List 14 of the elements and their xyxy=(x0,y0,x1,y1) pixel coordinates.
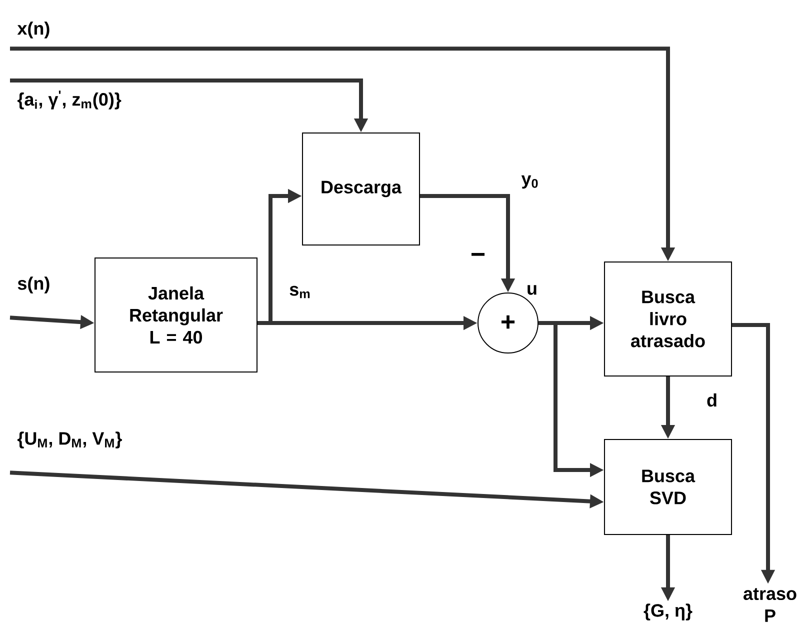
process-box: Janela Retangular L = 40 xyxy=(94,258,258,372)
signal-label: s(n) xyxy=(18,276,50,294)
signal-label: {U$_{M}$, D$_{M}$, V$_{M}$} xyxy=(17,432,122,448)
signal-label: {G, η} xyxy=(644,604,692,620)
edge-label: d xyxy=(706,392,718,408)
signal-label: {a$_{i}$, γ$^{'}$, z$_{m}$(0)} xyxy=(17,90,122,110)
signal-label: atraso P xyxy=(744,588,796,622)
signal-label: x(n) xyxy=(17,22,50,38)
process-box: Busca SVD xyxy=(604,439,732,535)
edge-label: s$_{m}$ xyxy=(288,284,312,300)
process-box: Descarga xyxy=(302,132,420,246)
sign-label: − xyxy=(472,252,485,256)
edge-label: y$_{0}$ xyxy=(520,174,540,190)
process-box: Busca livro atrasado xyxy=(604,262,732,376)
